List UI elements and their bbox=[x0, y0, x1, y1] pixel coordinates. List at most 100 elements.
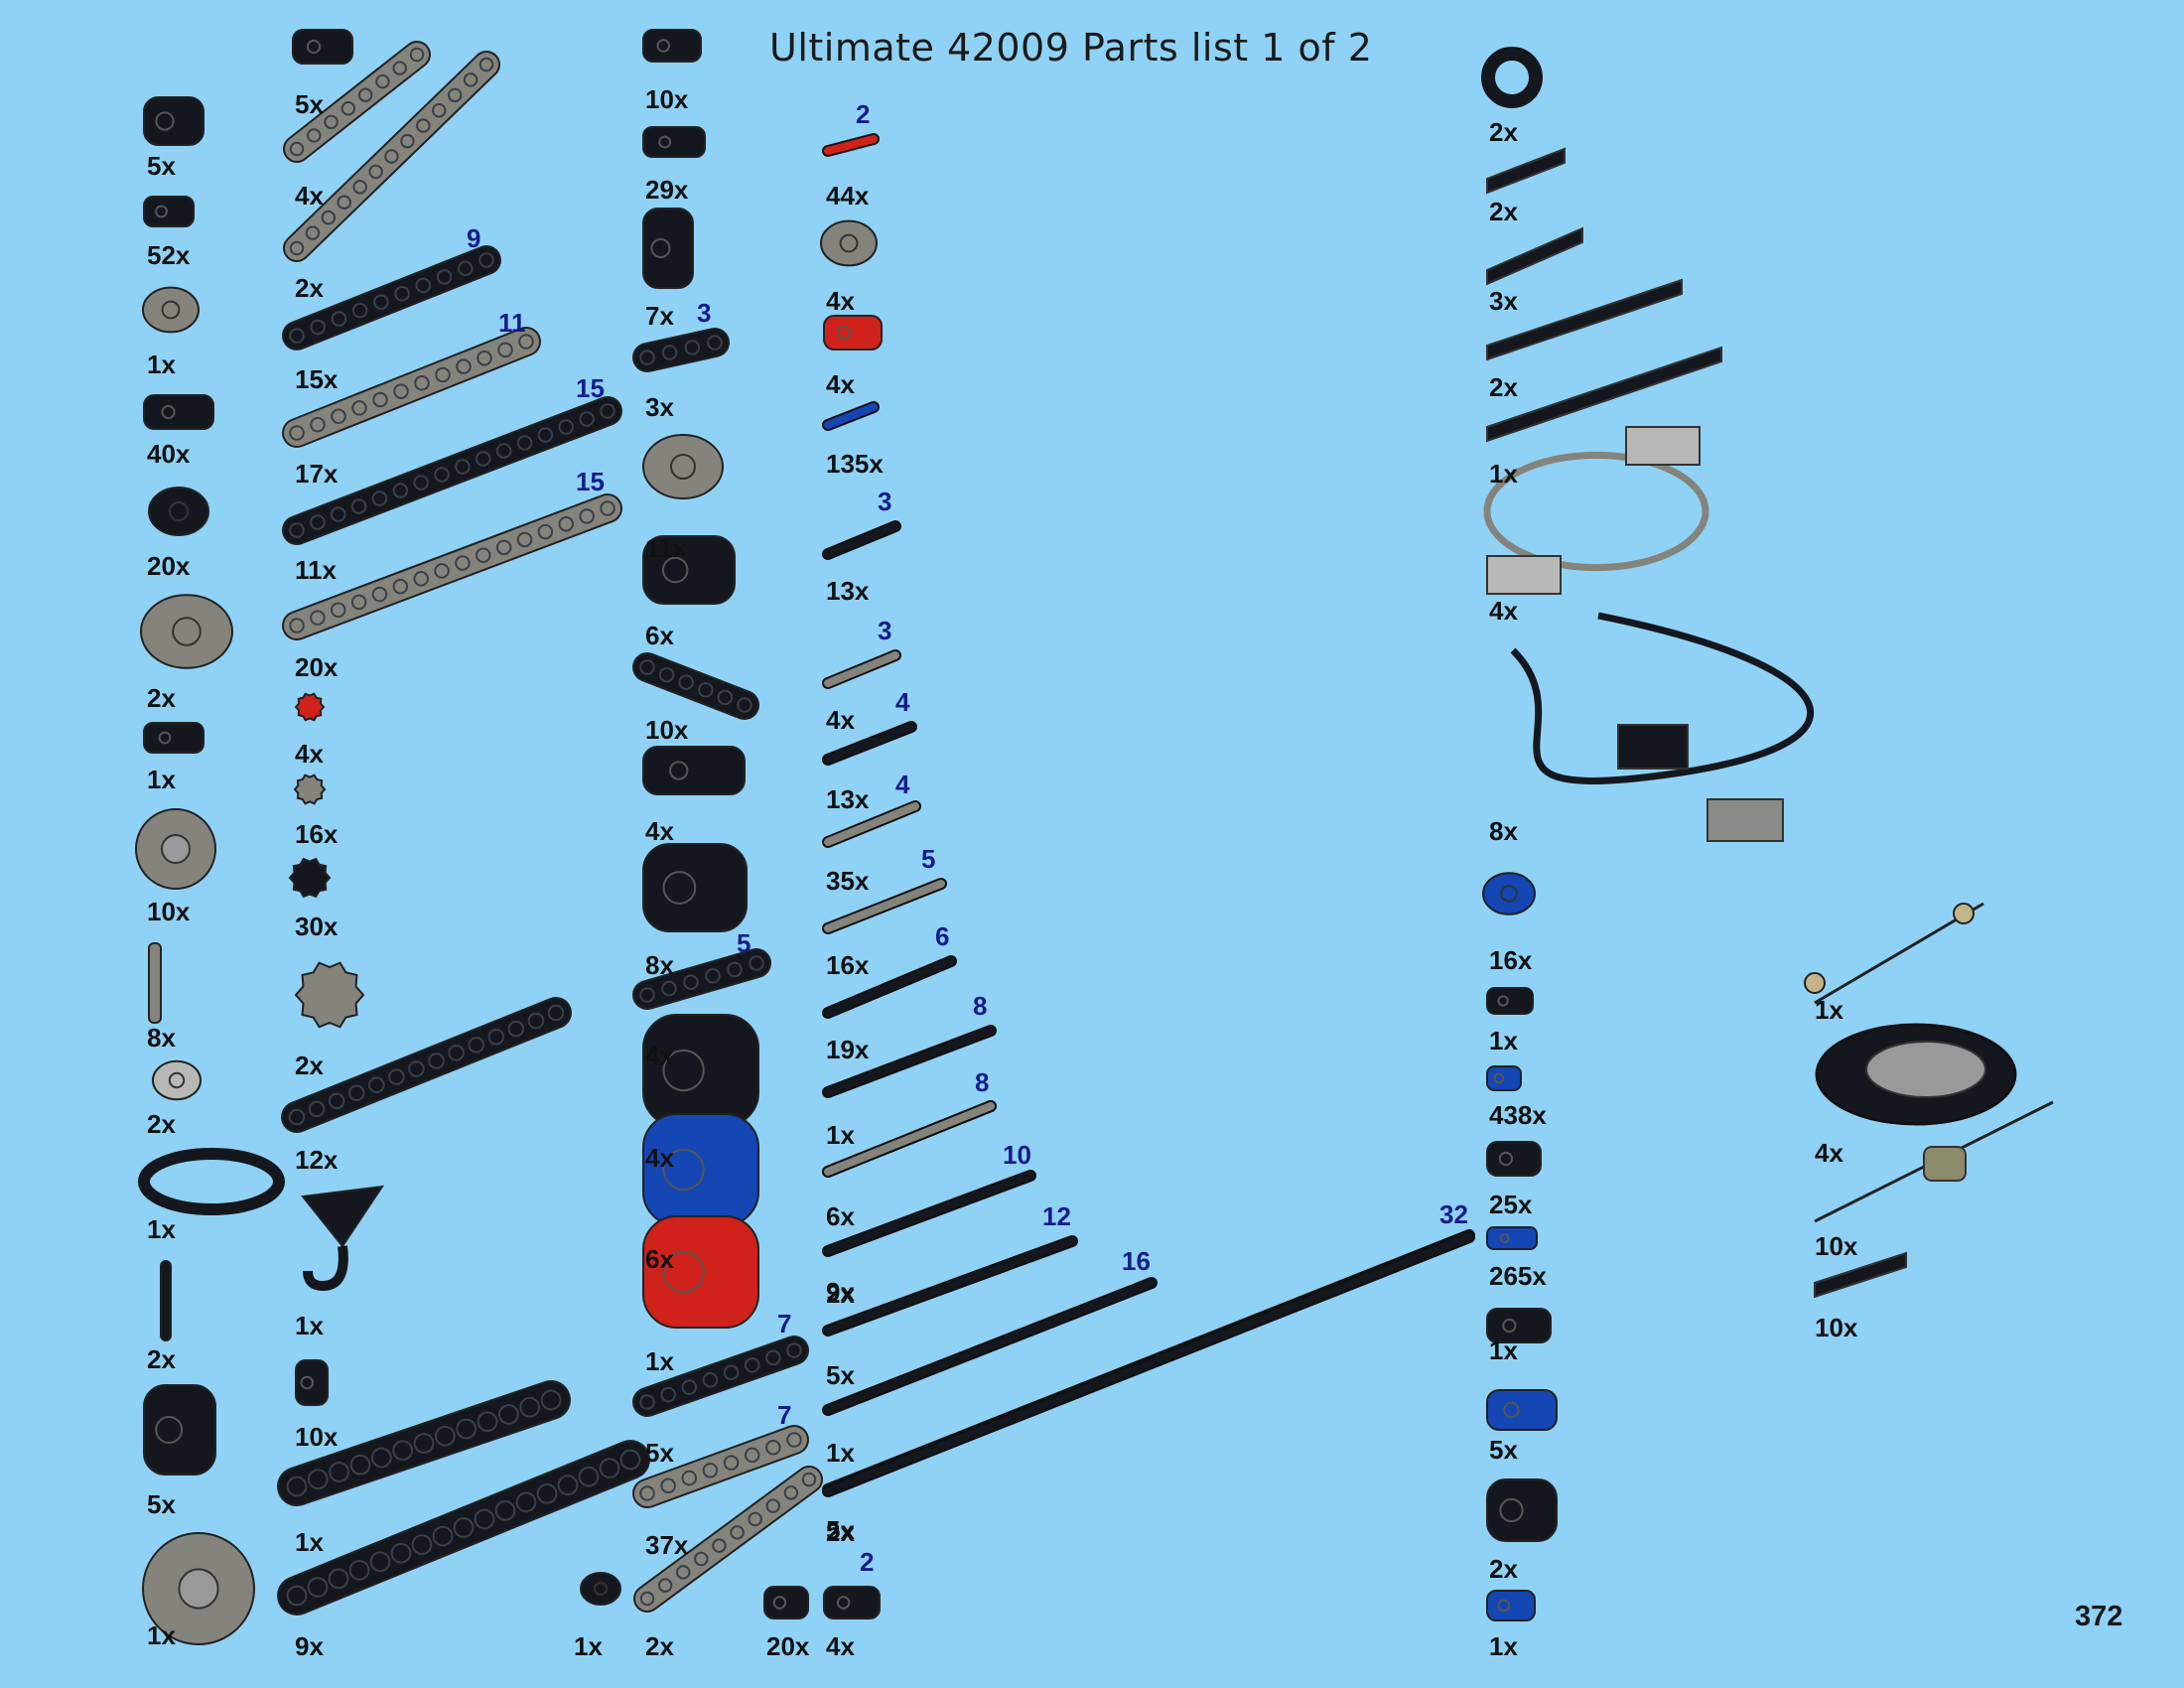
part-liftarm-hole bbox=[350, 594, 367, 611]
part-quantity: 1x bbox=[295, 1527, 324, 1557]
part-worm-gear-axle-end bbox=[1804, 972, 1826, 994]
part-liftarm-2-thin-hole bbox=[656, 39, 671, 53]
part-pin-long-friction bbox=[1486, 1226, 1538, 1250]
part-quantity: 2x bbox=[1489, 1554, 1518, 1584]
part-liftarm-hole bbox=[413, 475, 429, 491]
part-brick-1x12-hole bbox=[540, 1389, 562, 1411]
part-plate-1x4-hole bbox=[836, 1596, 851, 1610]
part-quantity: 16x bbox=[826, 950, 870, 980]
part-liftarm-hole bbox=[289, 618, 305, 633]
part-liftarm-hole bbox=[639, 1485, 655, 1501]
part-quantity: 3x bbox=[1489, 286, 1518, 316]
part-liftarm-hole bbox=[765, 1349, 781, 1366]
part-length: 4 bbox=[895, 687, 910, 717]
part-pin-connector-round-hole bbox=[772, 1596, 787, 1610]
part-liftarm-hole bbox=[684, 340, 701, 355]
part-gear-12-tooth bbox=[293, 774, 327, 805]
part-beam-angled-long-hole bbox=[384, 149, 399, 164]
part-quantity: 3x bbox=[645, 392, 674, 422]
part-liftarm-hole bbox=[373, 294, 389, 310]
part-liftarm-hole bbox=[331, 311, 347, 327]
part-gear-rack bbox=[283, 999, 570, 1131]
part-quantity: 5x bbox=[147, 151, 176, 181]
part-t-beam-2x3 bbox=[642, 434, 724, 499]
part-plate-2x8 bbox=[1486, 147, 1566, 195]
part-liftarm-hole bbox=[600, 500, 615, 516]
part-liftarm-hole bbox=[660, 1477, 676, 1494]
part-liftarm-hole bbox=[516, 531, 533, 548]
part-length: 5 bbox=[737, 928, 751, 958]
part-axle-pin-friction-receiver bbox=[1617, 724, 1689, 770]
part-beam-angled-long-hole bbox=[478, 57, 494, 72]
part-steering-knuckle-hole bbox=[172, 617, 202, 646]
part-quantity: 265x bbox=[1489, 1261, 1547, 1291]
part-pin-axle bbox=[824, 403, 878, 429]
part-liftarm-hole bbox=[477, 350, 492, 366]
part-gear-16-tooth bbox=[288, 857, 332, 899]
part-quantity: 135x bbox=[826, 449, 884, 479]
part-brick-1x12-hole bbox=[349, 1454, 371, 1476]
part-liftarm-thin-bent bbox=[634, 654, 757, 718]
part-brick-1x16-hole bbox=[307, 1577, 329, 1598]
part-beam-angled-long-hole bbox=[463, 72, 478, 87]
part-axle bbox=[824, 723, 915, 764]
part-turntable-differential-hub bbox=[178, 1568, 219, 1610]
part-quantity: 1x bbox=[1815, 995, 1843, 1025]
part-beam-angled-4x4-hole bbox=[357, 87, 373, 102]
part-quantity: 16x bbox=[295, 819, 339, 849]
part-liftarm-hole bbox=[639, 1394, 655, 1410]
part-beam-3-axle-hole-hole bbox=[161, 404, 176, 420]
part-tire-large bbox=[1814, 1251, 1907, 1299]
part-liftarm-hole bbox=[371, 491, 388, 506]
part-length: 16 bbox=[1122, 1246, 1151, 1276]
part-gear-rack-hole bbox=[487, 1028, 505, 1046]
part-quantity: 5x bbox=[826, 1515, 855, 1545]
part-liftarm-hole bbox=[458, 260, 474, 277]
part-liftarm-hole bbox=[350, 498, 367, 514]
part-quantity: 1x bbox=[574, 1631, 603, 1661]
part-liftarm-hole bbox=[744, 1357, 760, 1373]
part-beam-angled-4x4-hole bbox=[375, 73, 390, 89]
part-l-beam-2x4 bbox=[642, 208, 694, 289]
part-quantity: 10x bbox=[1815, 1313, 1858, 1342]
part-liftarm-hole bbox=[455, 555, 471, 571]
part-brick-1x12-hole bbox=[519, 1396, 541, 1418]
part-beam-angled-long-hole bbox=[305, 225, 321, 240]
part-axle bbox=[824, 1172, 1034, 1255]
part-liftarm-hole bbox=[331, 408, 346, 425]
part-quantity: 2x bbox=[826, 1279, 855, 1309]
part-liftarm-hole bbox=[455, 459, 471, 475]
part-axle-connector-smooth bbox=[823, 315, 883, 351]
part-liftarm-hole bbox=[415, 277, 432, 294]
part-liftarm-hole bbox=[723, 1455, 740, 1471]
part-liftarm-hole bbox=[351, 302, 368, 319]
part-liftarm-hole bbox=[727, 961, 743, 978]
part-liftarm-hole bbox=[683, 974, 699, 990]
part-liftarm-hole bbox=[639, 987, 655, 1003]
part-axle-with-stop bbox=[160, 1260, 172, 1341]
part-liftarm-hole bbox=[310, 319, 326, 336]
part-liftarm-3-thin bbox=[642, 126, 706, 158]
part-quantity: 4x bbox=[295, 739, 324, 769]
part-l-beam-3x5-hole bbox=[662, 1049, 705, 1092]
part-pin-3-4-hole bbox=[1500, 885, 1518, 903]
part-quantity: 4x bbox=[645, 1143, 674, 1173]
part-liftarm-hole bbox=[413, 571, 429, 587]
part-gear-rack-hole bbox=[388, 1068, 405, 1085]
part-beam-angled-4x6-hole bbox=[657, 1578, 673, 1593]
part-quantity: 11x bbox=[295, 555, 337, 585]
part-beam-angled-4x4-hole bbox=[324, 114, 339, 130]
part-brick-1x16 bbox=[279, 1442, 648, 1614]
part-quantity: 1x bbox=[826, 1438, 855, 1468]
part-length: 3 bbox=[878, 616, 892, 645]
part-beam-3-axle-hole bbox=[143, 394, 214, 430]
part-beam-2-angled bbox=[292, 29, 353, 65]
part-beam-angled-long-hole bbox=[337, 195, 351, 210]
part-brick-1x12-hole bbox=[434, 1425, 456, 1447]
part-liftarm-hole bbox=[497, 342, 513, 358]
part-quantity: 5x bbox=[295, 89, 324, 119]
part-quantity: 20x bbox=[766, 1631, 810, 1661]
part-pin-friction-hole bbox=[1493, 1072, 1505, 1084]
part-brick-1x12-hole bbox=[370, 1447, 392, 1469]
